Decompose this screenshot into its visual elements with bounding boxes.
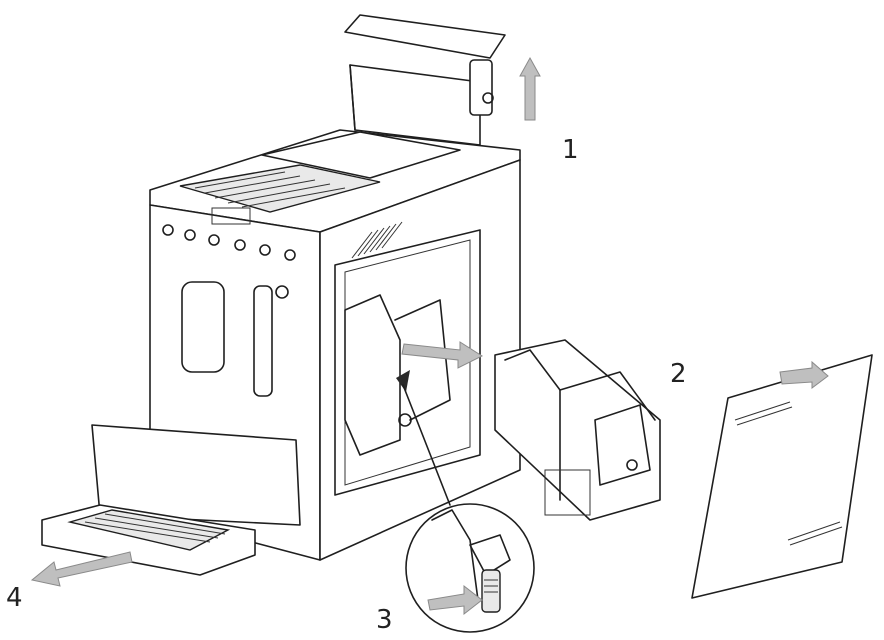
up-arrow-icon: [519, 56, 541, 121]
step-label-4: 4: [6, 583, 23, 613]
coffee-spout: [181, 281, 289, 397]
drip-tray: [41, 424, 301, 576]
side-vent: [351, 221, 403, 259]
right-arrow-icon: [401, 341, 484, 369]
step-label-3: 3: [376, 605, 393, 635]
side-panel: [691, 354, 873, 599]
bean-container: [344, 14, 506, 146]
step-label-2: 2: [670, 359, 687, 389]
control-panel: [162, 207, 296, 261]
push-arrow-icon: [427, 584, 483, 616]
brewing-unit: [494, 339, 661, 521]
step-label-1: 1: [562, 135, 579, 165]
down-left-arrow-icon: [30, 551, 133, 587]
detail-magnifier: [405, 503, 535, 633]
